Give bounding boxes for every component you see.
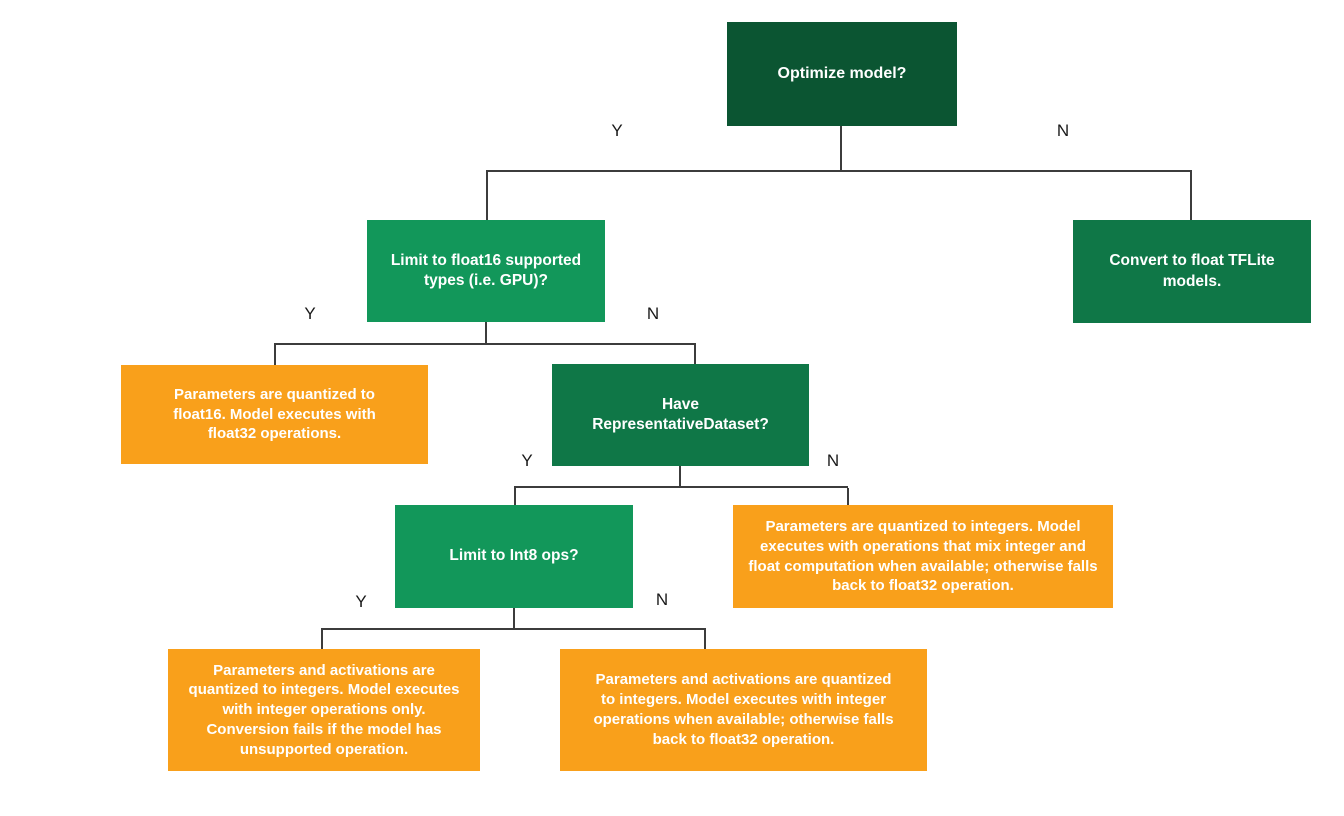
node-convert-float-tflite-label: Convert to float TFLite models. [1109, 252, 1275, 290]
node-optimize-model: Optimize model? [727, 22, 957, 126]
edge-label-rep-dataset-no: N [826, 451, 840, 470]
node-float16-result-label: Parameters are quantized to float16. Mod… [173, 385, 376, 443]
edge-label-rep-dataset-yes: Y [521, 451, 533, 470]
edge-label-optimize-yes: Y [611, 121, 623, 140]
connector-optimize-stem [840, 126, 842, 171]
connector-limit-int8-no-drop [704, 630, 706, 649]
node-optimize-model-label: Optimize model? [777, 65, 907, 83]
node-limit-int8-label: Limit to Int8 ops? [449, 547, 579, 565]
node-float16-result: Parameters are quantized to float16. Mod… [121, 365, 428, 464]
node-int8-only-result-label: Parameters and activations are quantized… [188, 661, 460, 758]
edge-label-limit-float16-no: N [646, 304, 660, 323]
edge-label-optimize-no: N [1056, 121, 1070, 140]
connector-optimize-bar [486, 170, 1192, 172]
node-limit-float16: Limit to float16 supported types (i.e. G… [367, 220, 605, 322]
node-have-representative-dataset-label: Have RepresentativeDataset? [592, 395, 769, 433]
node-mixed-int-float-result: Parameters are quantized to integers. Mo… [733, 505, 1113, 608]
node-mixed-int-float-result-label: Parameters are quantized to integers. Mo… [748, 517, 1098, 595]
node-convert-float-tflite: Convert to float TFLite models. [1073, 220, 1311, 323]
connector-limit-int8-yes-drop [321, 630, 323, 649]
connector-rep-dataset-yes-drop [514, 488, 516, 505]
node-int8-only-result: Parameters and activations are quantized… [168, 649, 480, 771]
node-have-representative-dataset: Have RepresentativeDataset? [552, 364, 809, 466]
connector-limit-float16-bar [274, 343, 696, 345]
connector-rep-dataset-bar [514, 486, 848, 488]
connector-limit-float16-yes-drop [274, 345, 276, 365]
node-limit-int8: Limit to Int8 ops? [395, 505, 633, 608]
connector-limit-int8-stem [513, 608, 515, 629]
edge-label-limit-int8-yes: Y [355, 592, 367, 611]
connector-rep-dataset-no-drop [847, 488, 849, 505]
edge-label-limit-float16-yes: Y [304, 304, 316, 323]
node-int8-fallback-result-label: Parameters and activations are quantized… [593, 671, 894, 748]
node-limit-float16-label: Limit to float16 supported types (i.e. G… [390, 251, 582, 289]
connector-rep-dataset-stem [679, 466, 681, 487]
node-int8-fallback-result: Parameters and activations are quantized… [560, 649, 927, 771]
edge-label-limit-int8-no: N [655, 590, 669, 609]
connector-optimize-no-drop [1190, 172, 1192, 220]
connector-limit-int8-bar [321, 628, 706, 630]
connector-limit-float16-stem [485, 322, 487, 344]
connector-limit-float16-no-drop [694, 345, 696, 364]
connector-optimize-yes-drop [486, 172, 488, 220]
